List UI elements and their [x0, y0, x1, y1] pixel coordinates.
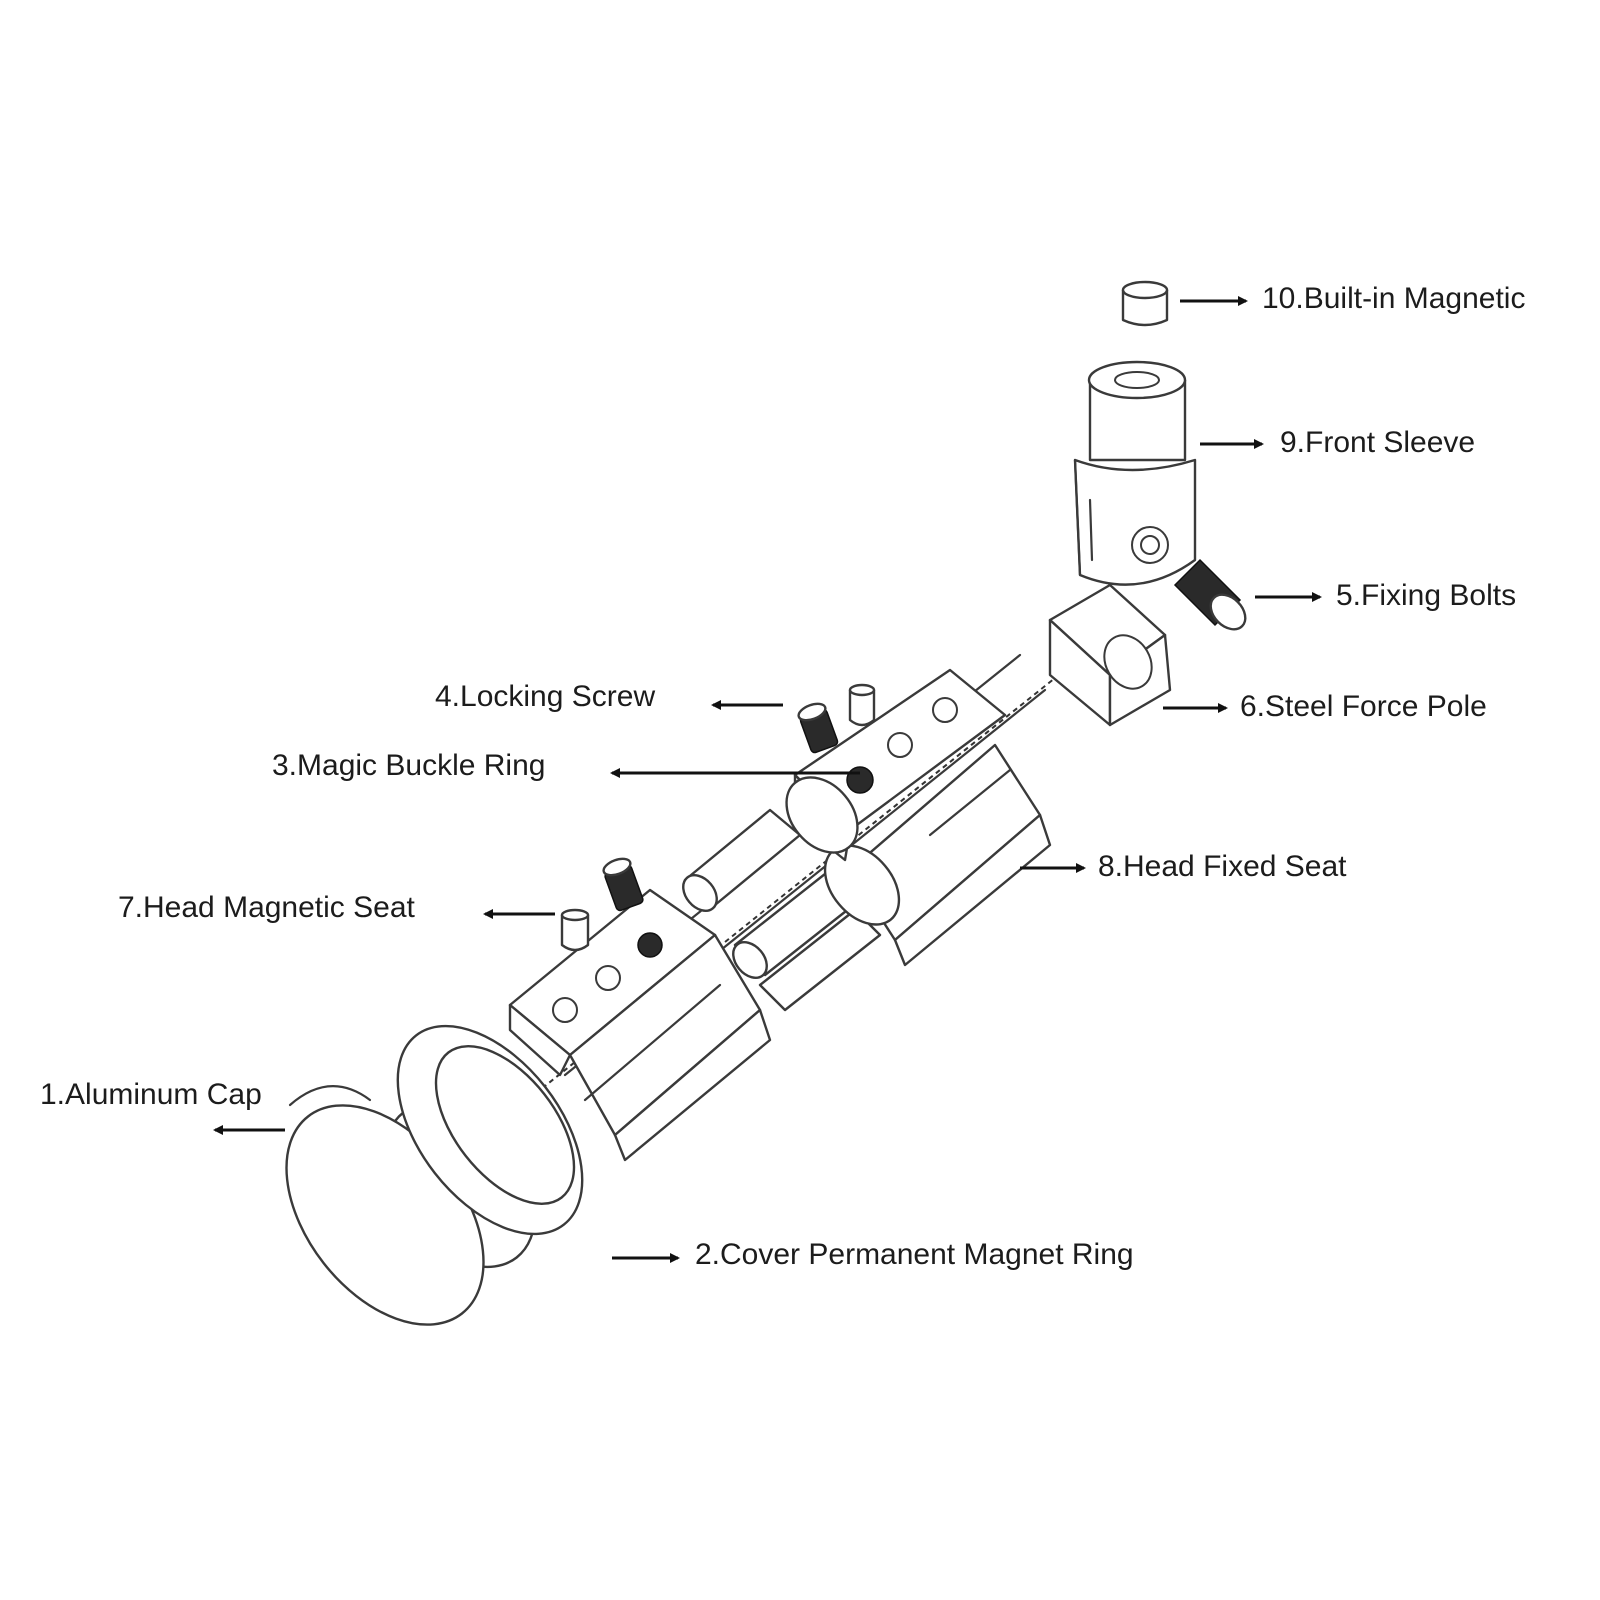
steel-force-pole-head [1048, 583, 1172, 727]
label-aluminum-cap: 1.Aluminum Cap [40, 1078, 262, 1111]
front-sleeve [1073, 360, 1197, 586]
label-fixing-bolts: 5.Fixing Bolts [1336, 579, 1517, 612]
label-locking-screw: 4.Locking Screw [435, 680, 656, 713]
fixing-bolt [1173, 558, 1247, 631]
label-front-sleeve: 9.Front Sleeve [1280, 426, 1476, 459]
built-in-magnetic-part [1121, 280, 1169, 327]
leader-arrows [213, 296, 1322, 1263]
label-head-magnetic-seat: 7.Head Magnetic Seat [118, 891, 415, 924]
label-head-fixed-seat: 8.Head Fixed Seat [1098, 850, 1347, 883]
label-cover-permanent-magnet-ring: 2.Cover Permanent Magnet Ring [695, 1238, 1134, 1271]
label-steel-force-pole: 6.Steel Force Pole [1240, 690, 1487, 723]
cover-permanent-magnet-ring [396, 1024, 584, 1236]
label-built-in-magnetic: 10.Built-in Magnetic [1262, 282, 1526, 315]
locking-screws [560, 683, 876, 952]
magic-buckle-ring-block [785, 668, 1007, 862]
label-magic-buckle-ring: 3.Magic Buckle Ring [272, 749, 546, 782]
head-magnetic-seat-block [508, 888, 772, 1162]
head-fixed-seat [823, 743, 1052, 967]
center-axis [464, 669, 1066, 1151]
